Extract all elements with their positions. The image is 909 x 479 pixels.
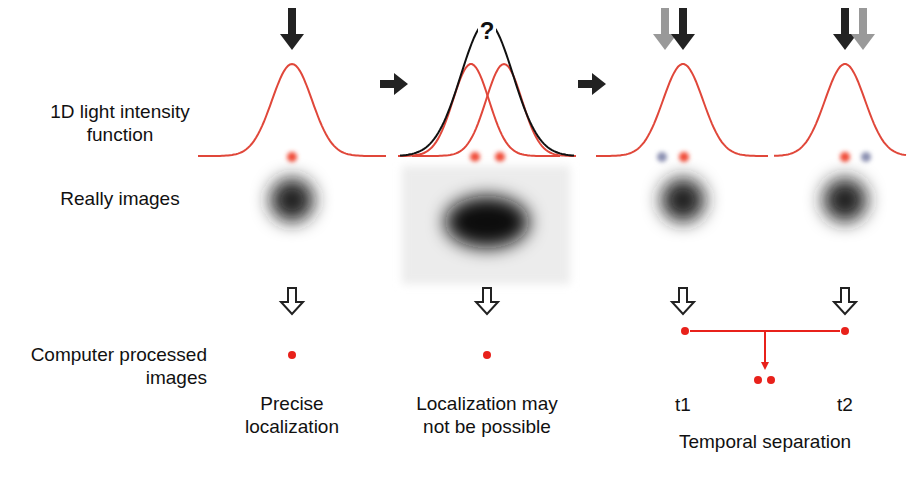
process-arrows bbox=[281, 288, 856, 314]
row-label: Really images bbox=[30, 187, 210, 210]
excitation-arrows bbox=[280, 8, 875, 50]
caption-text: Temporal separation bbox=[645, 430, 885, 453]
emitter-dots bbox=[287, 152, 871, 162]
intensity-curve bbox=[412, 64, 576, 156]
step-arrows bbox=[380, 73, 606, 95]
intensity-curve bbox=[198, 64, 386, 156]
merge-bracket bbox=[690, 331, 840, 368]
intensity-curve bbox=[596, 64, 768, 156]
blurred-images bbox=[270, 166, 867, 284]
caption-text: Localization may not be possible bbox=[412, 392, 562, 438]
intensity-curve bbox=[398, 64, 560, 156]
row-label: Computer processed images bbox=[17, 343, 207, 389]
time-label: t2 bbox=[815, 393, 875, 416]
question-mark: ? bbox=[478, 18, 497, 44]
intensity-curve bbox=[774, 64, 906, 156]
caption-text: Precise localization bbox=[217, 392, 367, 438]
intensity-curves bbox=[198, 22, 906, 156]
time-label: t1 bbox=[653, 393, 713, 416]
row-label: 1D light intensity function bbox=[30, 100, 210, 146]
localized-points bbox=[288, 327, 849, 384]
